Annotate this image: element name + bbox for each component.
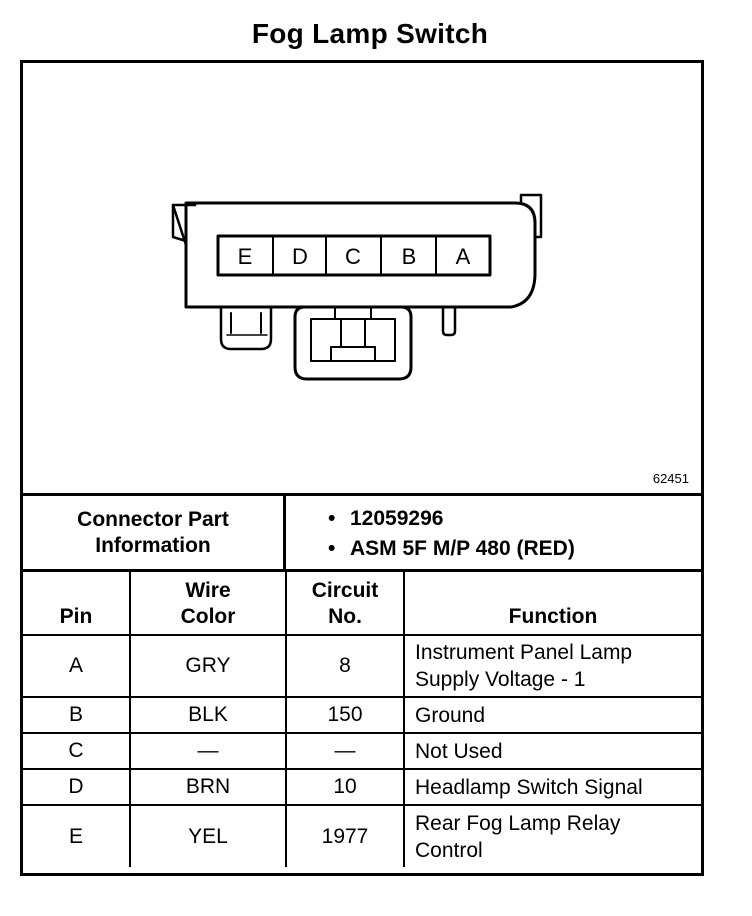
table-row: D BRN 10 Headlamp Switch Signal <box>23 768 701 806</box>
part-info-label: Connector Part Information <box>23 496 286 569</box>
figure-id: 62451 <box>652 471 689 486</box>
part-info-list: • 12059296 • ASM 5F M/P 480 (RED) <box>286 496 701 569</box>
header-function: Function <box>403 569 701 636</box>
wire-color-cell: BRN <box>129 768 287 806</box>
connector-illustration: E D C B A <box>171 193 543 381</box>
pin-cell: C <box>23 732 131 770</box>
part-number: 12059296 <box>350 507 444 530</box>
part-info-label-line2: Information <box>95 533 211 557</box>
connector-left-flange <box>171 203 188 247</box>
cavity-label-d: D <box>292 244 308 269</box>
table-row: B BLK 150 Ground <box>23 696 701 734</box>
circuit-cell: 150 <box>285 696 405 734</box>
connector-center-housing <box>293 305 413 381</box>
pin-cell: A <box>23 634 131 698</box>
circuit-cell: — <box>285 732 405 770</box>
connector-sheet: E D C B A 62451 Connector Part Informati… <box>20 60 704 876</box>
part-info-label-line1: Connector Part <box>77 507 229 531</box>
function-cell: Ground <box>403 696 701 734</box>
pin-cell: B <box>23 696 131 734</box>
wire-color-cell: BLK <box>129 696 287 734</box>
connector-lower-lock <box>219 305 273 351</box>
page-title: Fog Lamp Switch <box>251 18 489 49</box>
circuit-cell: 10 <box>285 768 405 806</box>
part-assembly-item: • ASM 5F M/P 480 (RED) <box>328 534 701 564</box>
cavity-label-e: E <box>238 244 253 269</box>
connector-drawing: E D C B A 62451 <box>23 63 701 493</box>
circuit-cell: 1977 <box>285 804 405 867</box>
bullet-icon: • <box>328 537 336 560</box>
header-pin: Pin <box>23 569 131 636</box>
cavity-label-b: B <box>402 244 417 269</box>
connector-latch-tab <box>519 193 543 239</box>
wire-color-cell: GRY <box>129 634 287 698</box>
bullet-icon: • <box>328 507 336 530</box>
connector-part-info: Connector Part Information • 12059296 • AS… <box>23 493 701 569</box>
connector-pin <box>441 305 457 337</box>
circuit-cell: 8 <box>285 634 405 698</box>
connector-body <box>184 201 537 309</box>
part-number-item: • 12059296 <box>328 504 701 534</box>
pin-cell: E <box>23 804 131 867</box>
wire-color-cell: YEL <box>129 804 287 867</box>
cavity-label-a: A <box>456 244 471 269</box>
cavity-strip <box>216 234 492 277</box>
function-cell: Not Used <box>403 732 701 770</box>
pin-cell: D <box>23 768 131 806</box>
wire-color-cell: — <box>129 732 287 770</box>
table-row: C — — Not Used <box>23 732 701 770</box>
cavity-label-c: C <box>345 244 361 269</box>
part-assembly: ASM 5F M/P 480 (RED) <box>350 537 575 560</box>
function-cell: Headlamp Switch Signal <box>403 768 701 806</box>
